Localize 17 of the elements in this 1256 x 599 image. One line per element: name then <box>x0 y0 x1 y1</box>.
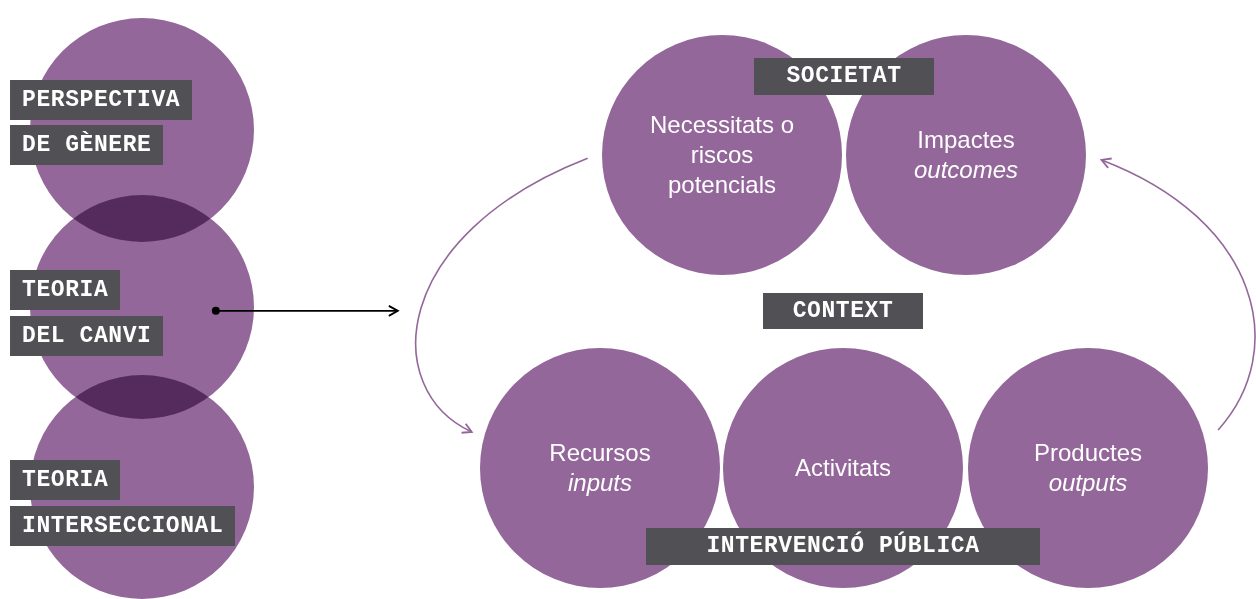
circle-text: Productes outputs <box>1032 438 1144 498</box>
circle-text: Necessitats o riscos potencials <box>648 110 796 200</box>
title-band: DE GÈNERE <box>10 125 164 165</box>
title-band: PERSPECTIVA <box>10 80 193 120</box>
title-band: INTERVENCIÓ PÚBLICA <box>646 528 1040 565</box>
circle-text: Activitats <box>794 453 892 483</box>
title-band: CONTEXT <box>763 293 923 329</box>
title-band: SOCIETAT <box>754 58 934 95</box>
title-band: DEL CANVI <box>10 316 164 356</box>
circle-text: Recursos inputs <box>548 438 652 498</box>
arrow <box>1100 158 1256 431</box>
arrow <box>415 157 589 433</box>
arrow <box>211 304 399 317</box>
circle-text: Impactes outcomes <box>912 125 1020 185</box>
title-band: INTERSECCIONAL <box>10 506 236 546</box>
title-band: TEORIA <box>10 270 121 310</box>
title-band: TEORIA <box>10 460 121 500</box>
